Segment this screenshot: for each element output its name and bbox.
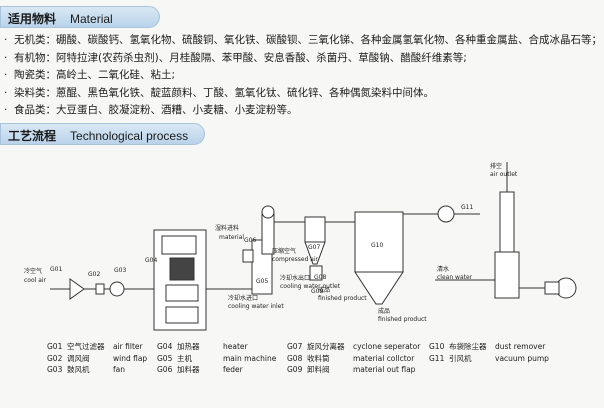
material-feed-label-en: material [219,234,244,241]
cooling-outlet-label-en: cooling water outlet [280,283,341,290]
label-g09: G09 [311,288,323,295]
compressed-air-label-en: compressed air [272,256,319,263]
cooling-outlet-label: 冷却水出口 [280,274,310,282]
list-item: ·无机类：硼酸、碳酸钙、氢氧化物、硫酸铜、氧化铁、碳酸钡、三氧化锑、各种金属氢氧… [4,34,602,46]
clean-water-label: 清水 [437,265,449,273]
list-item: ·食品类：大豆蛋白、胶凝淀粉、酒糟、小麦糖、小麦淀粉等。 [4,104,298,117]
clean-water-label-en: clean water [437,274,473,281]
air-outlet-label: 排空 [490,162,502,170]
compressed-air-label: 压缩空气 [272,247,296,255]
finished-product-2-label-en: finished product [378,316,427,323]
label-g08: G08 [314,274,326,281]
finished-product-1-label-en: finished product [318,295,367,302]
list-item: ·有机物：阿特拉津(农药杀虫剂)、月桂酸隔、苯甲酸、安息香酸、杀菌丹、草酸钠、醋… [4,51,467,64]
list-item: ·染料类：蒽醌、黑色氧化铁、靛蓝颜料、丁酸、氢氧化钛、硫化锌、各种偶氮染料中间体… [4,86,434,99]
label-g05: G05 [256,278,268,285]
label-g07: G07 [308,244,320,251]
label-g02: G02 [88,271,100,278]
cold-air-label-en: cool air [24,277,47,284]
label-g10: G10 [371,242,383,249]
air-outlet-label-en: air outlet [490,171,518,178]
label-g01: G01 [50,266,62,273]
material-list: ·无机类：硼酸、碳酸钙、氢氧化物、硫酸铜、氧化铁、碳酸钡、三氧化锑、各种金属氢氧… [4,32,602,120]
cooling-inlet-label: 冷却水进口 [228,294,258,302]
finished-product-2-label: 成品 [378,307,390,315]
process-diagram: G01 G02 G03 G04 G05 G06 G07 G08 G09 G10 … [24,162,577,331]
label-g06: G06 [244,237,256,244]
label-g03: G03 [114,267,126,274]
cooling-inlet-label-en: cooling water inlet [228,303,284,310]
label-g04: G04 [145,257,157,264]
list-item: ·陶瓷类：高岭土、二氧化硅、粘土; [4,69,176,82]
material-feed-label: 湿料进料 [215,224,239,232]
cold-air-label: 冷空气 [24,267,42,275]
label-g11: G11 [461,204,473,211]
finished-product-1-label: 成品 [318,286,330,294]
